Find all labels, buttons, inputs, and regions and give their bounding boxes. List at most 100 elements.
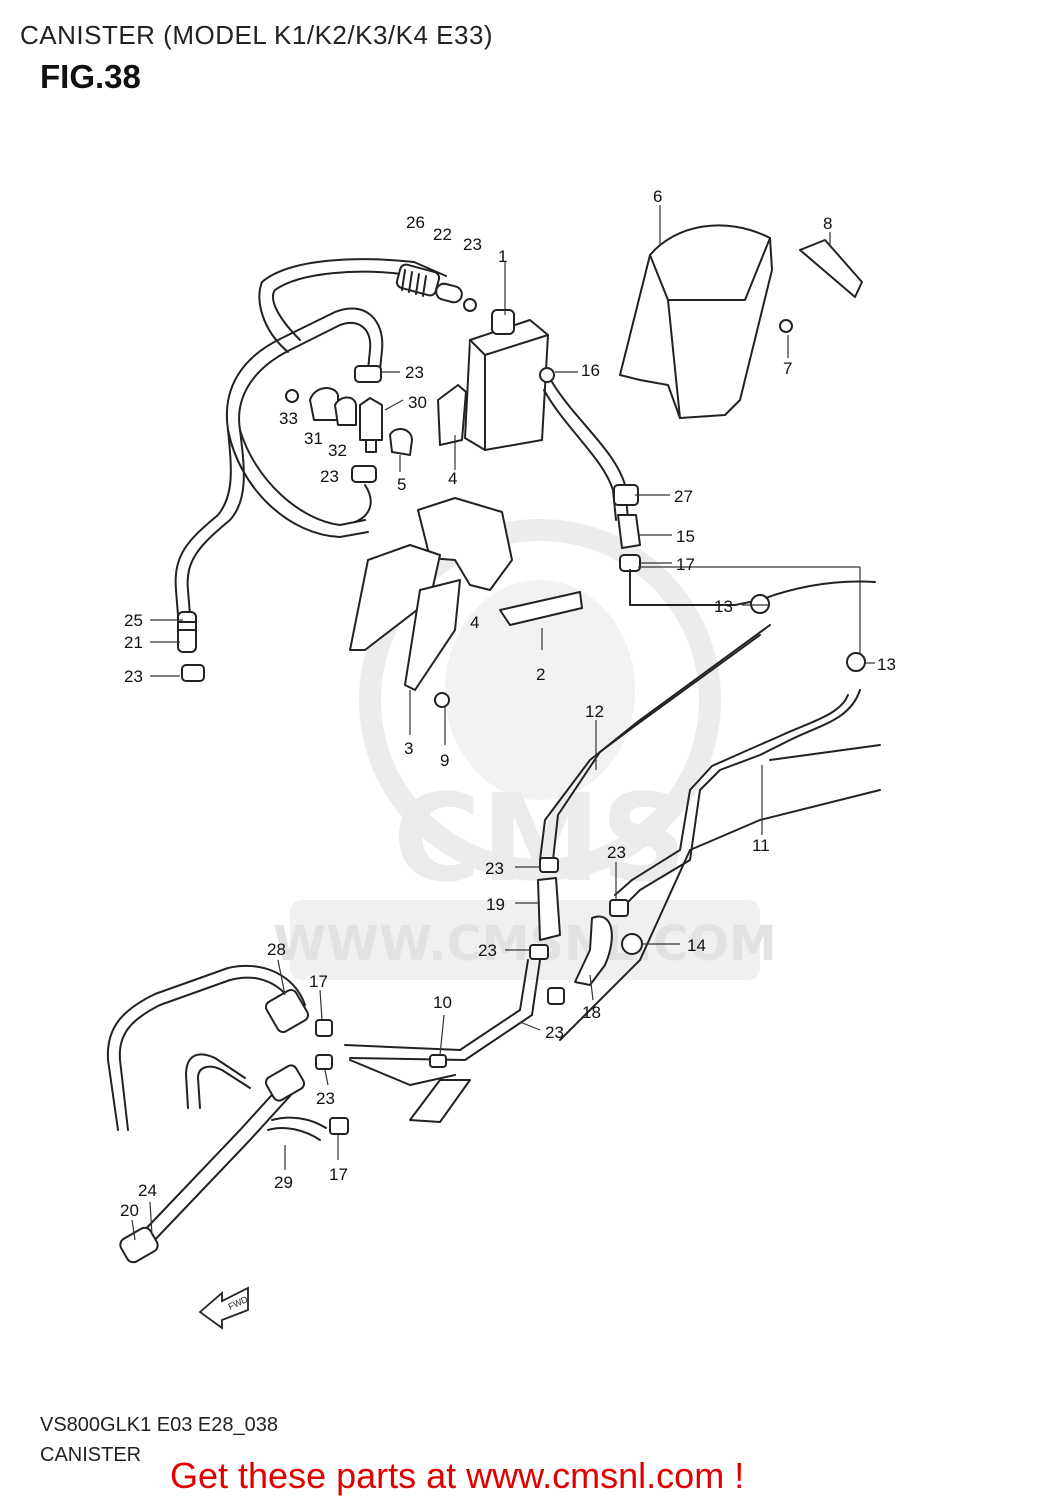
callout-18: 18 xyxy=(582,1003,601,1022)
clamp-23-mid xyxy=(351,465,377,483)
forward-direction-arrow: FWD xyxy=(198,1286,250,1330)
bottom-left-hose-assembly xyxy=(106,964,349,1264)
callout-23-lower-left: 23 xyxy=(316,1089,335,1108)
hose-fitting-25 xyxy=(177,611,197,653)
watermark-url-text: WWW.CMSNL.COM xyxy=(273,916,777,972)
clamp-17-bottom xyxy=(329,1117,349,1135)
hose-18 xyxy=(574,915,613,986)
clamp-23-19bottom xyxy=(529,944,549,960)
lower-hose-assembly xyxy=(344,857,629,1123)
hose-19 xyxy=(537,877,561,941)
leader-lines xyxy=(131,205,875,1241)
callout-9: 9 xyxy=(440,751,449,770)
callout-28: 28 xyxy=(267,940,286,959)
canister-port-1 xyxy=(491,309,515,335)
bolt-33 xyxy=(285,389,299,403)
pipe-clamp-10 xyxy=(429,1054,447,1068)
grommet-13-right xyxy=(846,652,866,672)
callout-23-top: 23 xyxy=(463,235,482,254)
diagram-section-name: CANISTER xyxy=(40,1444,142,1466)
valve-stem-30 xyxy=(365,439,377,453)
callout-13-right: 13 xyxy=(877,655,896,674)
clamp-23-top xyxy=(463,298,477,312)
clamp-23-upper xyxy=(354,365,382,383)
valve-and-clamp-group xyxy=(285,365,413,523)
callout-23-hose19-bottom: 23 xyxy=(478,941,497,960)
clamp-17-left xyxy=(315,1019,333,1037)
callout-13-upper: 13 xyxy=(714,597,733,616)
hose-27-end xyxy=(613,484,639,506)
callout-labels: 1 2 3 4 4 5 6 7 8 9 10 11 12 13 13 14 15… xyxy=(120,187,896,1220)
page-title: CANISTER (MODEL K1/K2/K3/K4 E33) xyxy=(20,20,494,50)
canister-assembly xyxy=(437,298,641,572)
callout-7: 7 xyxy=(783,359,792,378)
callout-11: 11 xyxy=(752,836,770,855)
callout-17-left: 17 xyxy=(309,972,328,991)
callout-23-left: 23 xyxy=(124,667,143,686)
callout-23-hose19-top: 23 xyxy=(485,859,504,878)
callout-4-upper: 4 xyxy=(448,469,457,488)
grommet-14 xyxy=(621,933,643,955)
promo-link[interactable]: Get these parts at www.cmsnl.com ! xyxy=(170,1455,745,1496)
clamp-32 xyxy=(334,396,357,426)
cover-and-pad xyxy=(619,224,863,419)
callout-4-lower: 4 xyxy=(470,613,479,632)
hose-15 xyxy=(617,514,641,549)
clamp-23-18top xyxy=(609,899,629,917)
strap-2 xyxy=(499,591,583,626)
callout-14: 14 xyxy=(687,936,706,955)
callout-30: 30 xyxy=(408,393,427,412)
callout-31: 31 xyxy=(304,429,323,448)
callout-10: 10 xyxy=(433,993,452,1012)
callout-17-upper: 17 xyxy=(676,555,695,574)
callout-8: 8 xyxy=(823,214,832,233)
clamp-16 xyxy=(539,367,555,383)
callout-33: 33 xyxy=(279,409,298,428)
callout-29: 29 xyxy=(274,1173,293,1192)
callout-15: 15 xyxy=(676,527,695,546)
figure-number: FIG.38 xyxy=(40,58,141,95)
bracket-3-plate xyxy=(404,579,461,691)
callout-24: 24 xyxy=(138,1181,157,1200)
pipe-bracket-10 xyxy=(409,1079,471,1123)
clamp-17-upper xyxy=(619,554,641,572)
bolt-9 xyxy=(434,692,450,708)
callout-17-bottom: 17 xyxy=(329,1165,348,1184)
grommet-13-upper xyxy=(750,594,770,614)
canister-strap-4 xyxy=(437,384,467,446)
frame-pipes xyxy=(539,566,881,1041)
hose-28-lower-fitting xyxy=(264,1064,306,1102)
callout-22: 22 xyxy=(433,225,452,244)
callout-5: 5 xyxy=(397,475,406,494)
callout-23-hose18-bottom: 23 xyxy=(545,1023,564,1042)
clamp-23-18bottom xyxy=(547,987,565,1005)
clamp-23-left xyxy=(181,664,205,682)
cms-watermark: CMS WWW.CMSNL.COM xyxy=(273,519,777,980)
mounting-bracket-group xyxy=(349,497,583,708)
callout-27: 27 xyxy=(674,487,693,506)
clamp-23-lower xyxy=(315,1054,333,1070)
callout-19: 19 xyxy=(486,895,505,914)
callout-23-valve-upper: 23 xyxy=(405,363,424,382)
callout-25: 25 xyxy=(124,611,143,630)
callout-1: 1 xyxy=(498,247,507,266)
callout-2: 2 xyxy=(536,665,545,684)
diagram-model-code: VS800GLK1 E03 E28_038 xyxy=(40,1414,278,1436)
hose-28-fitting xyxy=(264,988,310,1034)
cushion-pad-8 xyxy=(799,239,863,298)
hose-end-22 xyxy=(435,282,463,304)
callout-3: 3 xyxy=(404,739,413,758)
screw-7 xyxy=(779,319,793,333)
hose-end-20 xyxy=(119,1226,159,1264)
callout-6: 6 xyxy=(653,187,662,206)
callout-32: 32 xyxy=(328,441,347,460)
callout-26: 26 xyxy=(406,213,425,232)
clamp-5 xyxy=(389,428,413,456)
one-way-valve-30 xyxy=(359,397,383,441)
callout-16: 16 xyxy=(581,361,600,380)
callout-12: 12 xyxy=(585,702,604,721)
callout-20: 20 xyxy=(120,1201,139,1220)
upper-vent-hose-assembly xyxy=(174,258,463,682)
callout-23-hose18-top: 23 xyxy=(607,843,626,862)
